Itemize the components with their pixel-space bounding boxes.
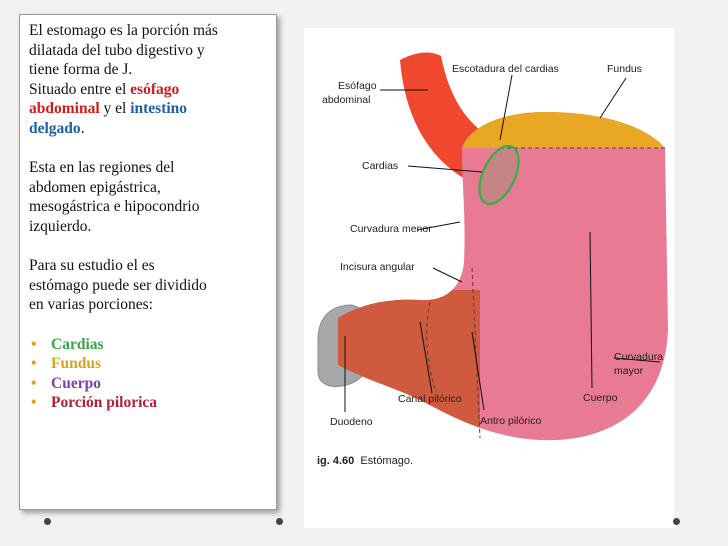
label-escotadura: Escotadura del cardias [452, 63, 559, 75]
bullet-dot: • [31, 374, 37, 392]
label-esofago: Esófago [338, 80, 377, 92]
text-line: Esta en las regiones del [29, 159, 175, 177]
list-item-fundus: • Fundus [29, 354, 270, 374]
location-paragraph: Esta en las regiones del abdomen epigást… [29, 158, 270, 236]
text-line: abdomen epigástrica, [29, 178, 161, 196]
list-item-label: Cuerpo [51, 374, 101, 392]
label-duodeno: Duodeno [330, 416, 373, 428]
decorative-dot [673, 518, 680, 525]
portions-list: • Cardias • Fundus • Cuerpo • Porción pilori… [29, 335, 270, 413]
body-boundary-line [471, 267, 481, 439]
leader-antro [471, 331, 485, 411]
text-line: en varias porciones: [29, 296, 153, 314]
label-cuerpo: Cuerpo [583, 392, 618, 404]
leader-cuerpo [589, 231, 593, 389]
text-line: dilatada del tubo digestivo y [29, 41, 205, 59]
list-item-label: Cardias [51, 335, 104, 353]
figure-caption: ig. 4.60 Estómago. [317, 455, 413, 467]
label-canal-pilorico: Canal pilórico [398, 393, 462, 405]
label-incisura: Incisura angular [340, 261, 415, 273]
text-line: El estomago es la porción más [29, 22, 218, 39]
list-item-cuerpo: • Cuerpo [29, 374, 270, 394]
highlight-abdominal: abdominal [29, 100, 100, 118]
list-item-label: Porción pilorica [51, 394, 158, 412]
label-mayor: mayor [614, 365, 644, 377]
bullet-dot: • [31, 355, 37, 373]
leader-escotadura [499, 74, 513, 141]
study-paragraph: Para su estudio el es estómago puede ser… [29, 256, 270, 315]
text-fragment: . [80, 119, 85, 137]
cardias-outline [478, 145, 520, 205]
leader-fundus [599, 77, 627, 119]
text-panel: El estomago es la porción más dilatada d… [19, 14, 277, 510]
text-line: izquierdo. [29, 217, 92, 235]
list-item-porcion-pilorica: • Porción pilorica [29, 393, 270, 413]
decorative-dot [276, 518, 283, 525]
text-line: estómago puede ser dividido [29, 276, 207, 294]
decorative-dot [44, 518, 51, 525]
label-abdominal: abdominal [322, 94, 370, 106]
highlight-delgado: delgado [29, 119, 81, 137]
highlight-esofago: esófago [130, 80, 180, 98]
intro-paragraph: El estomago es la porción más dilatada d… [29, 21, 270, 139]
label-fundus: Fundus [607, 63, 642, 75]
text-line: Situado entre el [29, 80, 131, 98]
leader-cardias [407, 165, 483, 173]
label-cardias: Cardias [362, 160, 398, 172]
pyloric-canal-line [426, 301, 437, 393]
list-item-cardias: • Cardias [29, 335, 270, 355]
label-antro-pilorico: Antro pilórico [480, 415, 541, 427]
fundus-shape [338, 112, 668, 148]
leader-curvadura-menor [416, 221, 461, 231]
leader-curvadura-mayor [613, 357, 661, 363]
highlight-intestino: intestino [130, 100, 188, 118]
leader-incisura [432, 267, 463, 283]
figure-number: ig. 4.60 [317, 455, 355, 467]
text-line: tiene forma de J. [29, 61, 133, 79]
list-item-label: Fundus [51, 355, 101, 373]
figure-caption-text: Estómago. [360, 455, 414, 467]
text-line: mesogástrica e hipocondrio [29, 198, 200, 216]
leader-canal [419, 321, 433, 394]
bullet-dot: • [31, 394, 37, 412]
text-fragment: y el [99, 100, 131, 118]
label-curvadura-menor: Curvadura menor [350, 223, 432, 235]
bullet-dot: • [31, 335, 37, 353]
text-line: Para su estudio el es [29, 257, 155, 275]
label-curvadura: Curvadura [614, 351, 663, 363]
